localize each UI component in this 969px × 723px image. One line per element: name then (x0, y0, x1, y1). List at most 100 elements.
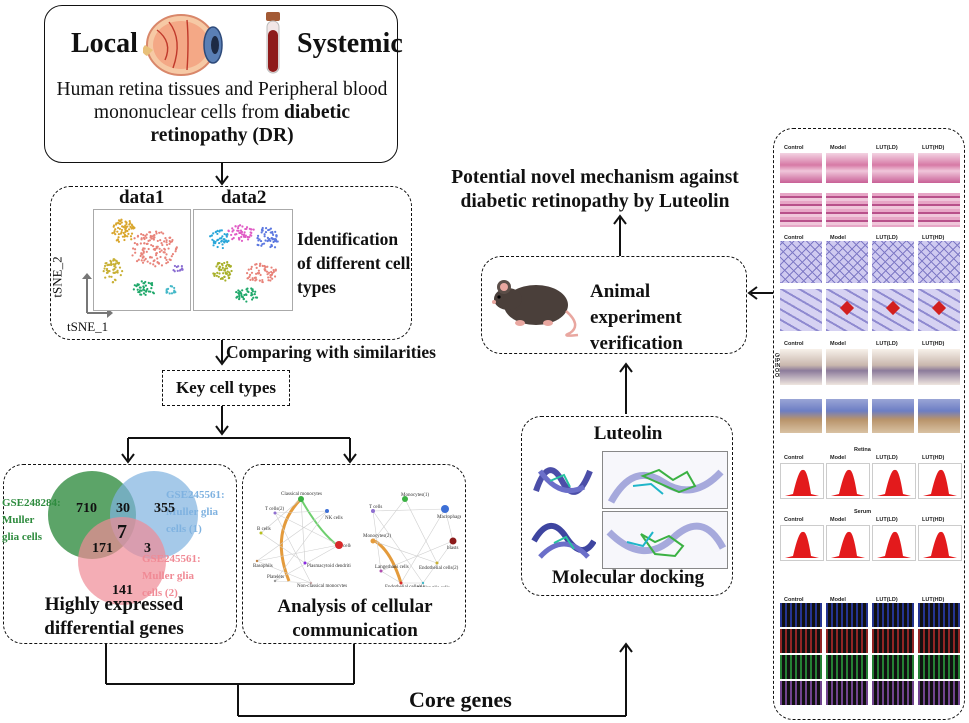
network-node (399, 581, 403, 585)
tsne-point (158, 247, 161, 250)
tsne-point (110, 263, 113, 266)
tsne-point (124, 230, 127, 233)
tsne-point (139, 242, 142, 245)
tsne-point (241, 289, 244, 292)
tsne-point (211, 238, 214, 241)
network-edge (274, 512, 312, 584)
tsne-point (131, 254, 134, 257)
tsne-point (165, 291, 168, 294)
he-group-label: Control (784, 145, 804, 151)
tsne-point (163, 248, 167, 251)
tsne-point (234, 225, 237, 228)
tsne-point (103, 267, 106, 270)
tsne-point (112, 258, 115, 261)
fluorescence-image (872, 603, 914, 627)
venn-count-only1: 710 (76, 501, 97, 516)
tsne-point (220, 237, 223, 240)
tsne-point (118, 266, 122, 269)
tsne-point (258, 264, 262, 267)
tsne-point (165, 262, 168, 265)
tsne-point (256, 243, 259, 246)
tsne-point (160, 231, 163, 234)
tsne-point (114, 223, 118, 226)
tsne-point (212, 232, 215, 235)
tsne-point (252, 296, 255, 299)
network-node-label: Langerhans cells (375, 565, 409, 570)
tsne-point (153, 233, 156, 237)
tsne-box: data1 data2 Identification of different … (50, 186, 412, 340)
tsne-point (142, 288, 145, 291)
stain-zoom-image (780, 289, 822, 331)
tsne-point (116, 230, 119, 233)
tsne-point (156, 261, 159, 264)
tsne-point (235, 290, 238, 294)
tsne-point (246, 271, 249, 275)
tsne-point (269, 245, 272, 249)
tsne-point (114, 266, 117, 269)
tsne-point (249, 273, 252, 276)
tsne-point (213, 274, 216, 277)
tsne-point (171, 252, 175, 256)
tsne-point (161, 243, 164, 247)
tsne-point (240, 239, 244, 242)
tsne-point (216, 229, 219, 232)
tsne-point (135, 260, 139, 263)
tsne-point (220, 229, 223, 232)
tsne-point (116, 271, 119, 274)
eye-icon (143, 14, 223, 76)
fluor-group-label: LUT(LD) (876, 597, 898, 603)
he-group-label: LUT(HD) (922, 145, 945, 151)
arrow-docking-to-animal (619, 362, 633, 414)
tsne-point (221, 266, 224, 269)
network-node (325, 509, 329, 513)
tsne-point (209, 235, 212, 238)
tsne-point (227, 239, 230, 242)
flow-peak (831, 469, 865, 496)
tsne-point (147, 239, 150, 242)
tsne-point (148, 256, 152, 259)
network-node (273, 579, 277, 583)
tsne-point (168, 236, 171, 239)
tsne-point (136, 288, 139, 291)
tsne-point (244, 293, 248, 296)
tsne-point (249, 233, 252, 237)
tsne-point (220, 262, 224, 266)
network-edge (400, 508, 446, 584)
network-node-label: Monocytes(2) (363, 534, 391, 539)
tsne-point (248, 275, 251, 279)
tsne-point (256, 234, 260, 237)
tsne-point (215, 265, 218, 268)
tsne-point (220, 268, 223, 271)
tsne-point (266, 236, 269, 239)
flow-peak (923, 469, 957, 496)
tsne-point (264, 239, 267, 242)
network-node (379, 569, 383, 573)
retina-group-label: LUT(LD) (876, 455, 898, 461)
tsne-point (136, 243, 139, 246)
network-edge (256, 544, 340, 562)
tsne-point (263, 233, 266, 236)
tsne-point (137, 258, 140, 261)
network-flow (279, 497, 303, 582)
network-node-label: Plasmacytoid dendritic cells (307, 564, 351, 569)
network-edge (380, 540, 454, 572)
tsne-point (250, 265, 253, 268)
tsne-point (217, 275, 220, 278)
tsne-point (173, 286, 176, 290)
flow-peak (923, 531, 957, 558)
tsne-point (133, 237, 136, 240)
tsne-point (154, 265, 157, 268)
he-zoom-image (918, 193, 960, 227)
tsne-point (149, 262, 152, 265)
section-image (872, 349, 914, 385)
tsne-point (106, 264, 109, 267)
network-edge (380, 570, 402, 584)
tsne-point (158, 231, 161, 234)
network-node-label: T cells (369, 505, 382, 510)
tsne-point (170, 292, 174, 295)
ligand-1-icon (607, 468, 724, 504)
tsne-point (220, 239, 223, 242)
tsne-point (236, 295, 239, 298)
stain-overview-image (826, 241, 868, 283)
tsne-point (240, 292, 243, 295)
